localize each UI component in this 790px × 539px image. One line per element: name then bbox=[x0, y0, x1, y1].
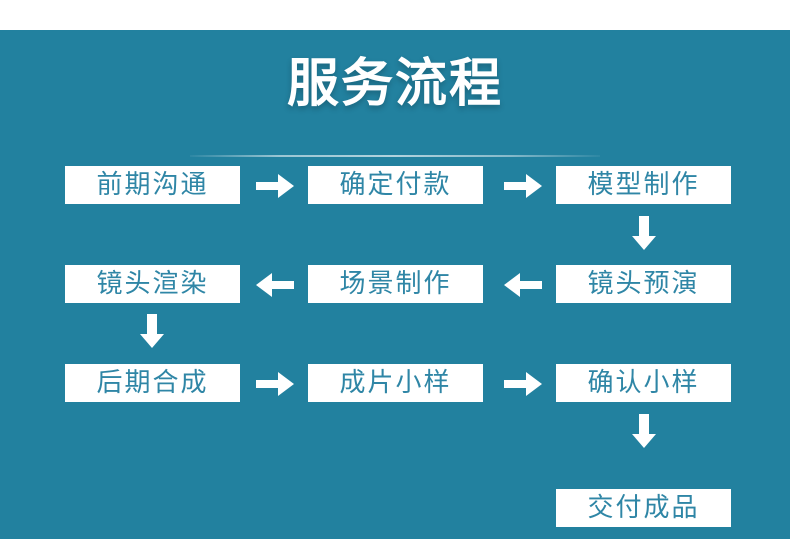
flow-node-moxingzhizuo[interactable]: 模型制作 bbox=[556, 166, 731, 204]
flow-node-changjingzhizuo[interactable]: 场景制作 bbox=[308, 265, 483, 303]
arrow-down-icon bbox=[140, 314, 164, 348]
arrow-left-icon bbox=[504, 273, 542, 297]
arrow-down-icon bbox=[632, 216, 656, 250]
flow-node-jingtouyuyan[interactable]: 镜头预演 bbox=[556, 265, 731, 303]
flow-node-querenxiaoyang[interactable]: 确认小样 bbox=[556, 364, 731, 402]
arrow-down-icon bbox=[632, 414, 656, 448]
arrow-right-icon bbox=[256, 174, 294, 198]
arrow-right-icon bbox=[256, 372, 294, 396]
arrow-left-icon bbox=[256, 273, 294, 297]
flow-node-jiaofuchengpin[interactable]: 交付成品 bbox=[556, 489, 731, 527]
flow-node-quedingfukuan[interactable]: 确定付款 bbox=[308, 166, 483, 204]
title-divider-line bbox=[190, 155, 600, 157]
poster-title-block: 服务流程 bbox=[0, 50, 790, 157]
flow-node-houqihecheng[interactable]: 后期合成 bbox=[65, 364, 240, 402]
flow-node-qianqigoutong[interactable]: 前期沟通 bbox=[65, 166, 240, 204]
flow-node-chengpianxiaoyang[interactable]: 成片小样 bbox=[308, 364, 483, 402]
arrow-right-icon bbox=[504, 372, 542, 396]
flow-node-jingtouxuanran[interactable]: 镜头渲染 bbox=[65, 265, 240, 303]
page-title: 服务流程 bbox=[286, 54, 503, 114]
arrow-right-icon bbox=[504, 174, 542, 198]
